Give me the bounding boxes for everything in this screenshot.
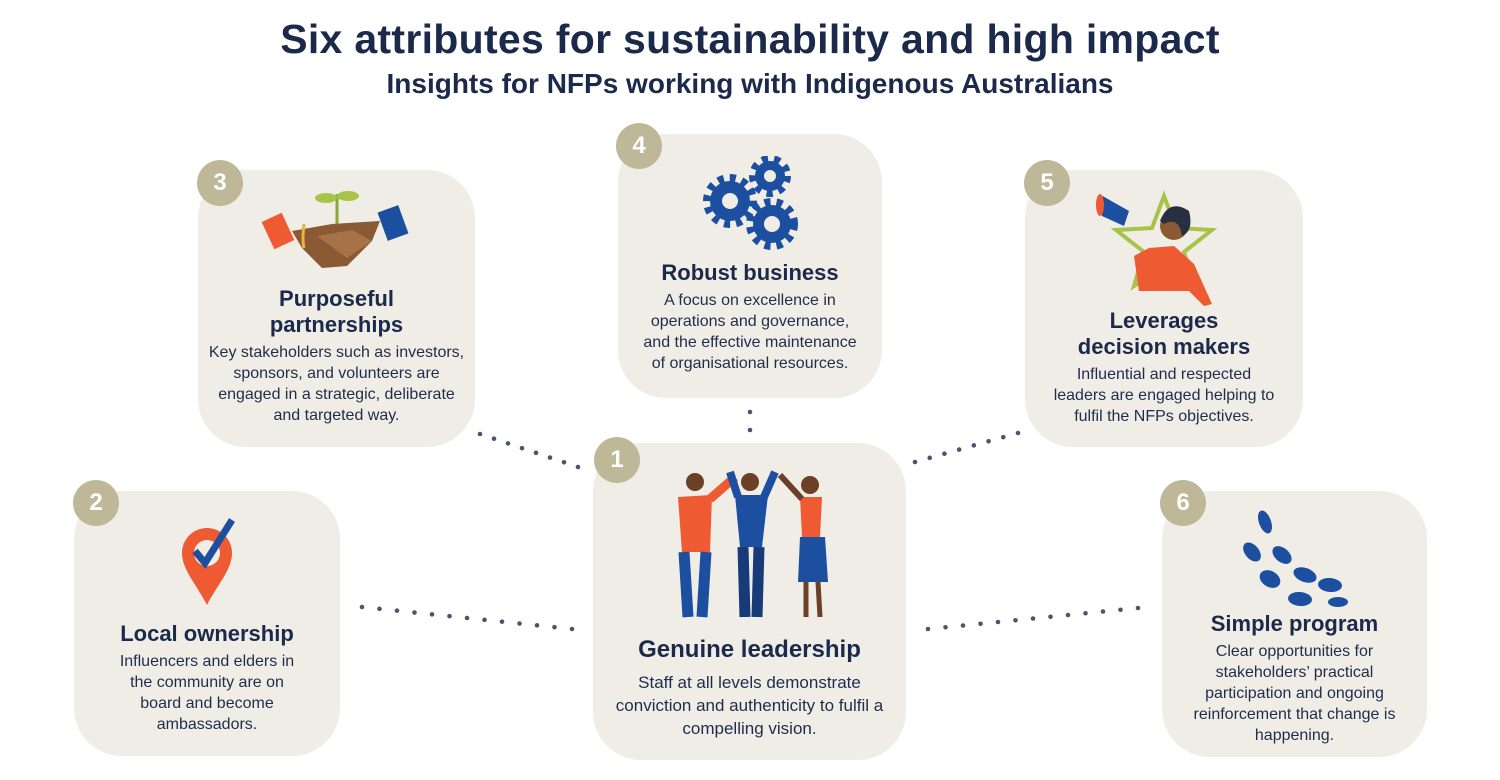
connector-dot (1048, 614, 1053, 620)
connector-dot (505, 441, 511, 446)
attribute-description: A focus on excellence in operations and … (643, 292, 857, 372)
connector-dot (943, 624, 948, 630)
connector-dot (747, 409, 753, 415)
connector-dot (942, 451, 947, 457)
connector-dot (569, 626, 575, 632)
attribute-title: Local ownership (120, 621, 294, 646)
attribute-card-3: Purposeful partnerships Key stakeholders… (198, 170, 475, 447)
attribute-description: Influencers and elders in the community … (119, 653, 295, 733)
connector-dot (499, 619, 505, 624)
connector-dot (447, 613, 452, 619)
connector-dot (1100, 609, 1106, 614)
connector-dot (925, 626, 931, 632)
connector-dot (978, 621, 983, 627)
connector-dot (412, 610, 417, 615)
connector-dot (971, 443, 977, 448)
attribute-description: Influential and respected leaders are en… (1053, 366, 1275, 425)
attribute-card-6: Simple program Clear opportunities for s… (1162, 491, 1427, 757)
attribute-number-badge: 4 (616, 123, 662, 169)
connector-dot (747, 427, 753, 433)
attribute-card-4: Robust business A focus on excellence in… (618, 134, 882, 398)
connector-dot (927, 455, 933, 461)
attribute-description: Key stakeholders such as investors, spon… (208, 344, 465, 424)
attribute-card-2: Local ownership Influencers and elders i… (74, 491, 340, 756)
attribute-number-badge: 6 (1160, 480, 1206, 526)
footprints-icon (1242, 510, 1348, 607)
gears-icon (703, 156, 798, 250)
connector-dot (1000, 434, 1006, 440)
connector-dot (561, 459, 567, 465)
attribute-number-badge: 1 (594, 437, 640, 483)
connector-dot (517, 621, 522, 626)
page-title: Six attributes for sustainability and hi… (280, 16, 1220, 62)
attribute-description: Staff at all levels demonstrate convicti… (615, 673, 884, 738)
attribute-title: Purposeful partnerships (269, 286, 404, 337)
connector-dot (1015, 430, 1021, 436)
connector-dot (359, 604, 365, 610)
connector-dot (986, 438, 991, 444)
attribute-card-5: Leverages decision makers Influential an… (1025, 170, 1303, 447)
connector-dot (477, 431, 483, 437)
attribute-number-badge: 2 (73, 480, 119, 526)
connector-dot (552, 624, 557, 630)
connector-dot (1118, 607, 1123, 613)
connector-dot (482, 617, 487, 623)
attribute-description: Clear opportunities for stakeholders’ pr… (1193, 643, 1396, 744)
handshake-sprout-icon (261, 191, 408, 268)
megaphone-leader-icon (1096, 190, 1218, 306)
connector-dot (1013, 617, 1018, 623)
connector-dot (1135, 605, 1141, 611)
attribute-number-badge: 3 (197, 160, 243, 206)
attribute-number-badge: 5 (1024, 160, 1070, 206)
connector-dot (533, 450, 539, 456)
connector-dot (377, 606, 382, 612)
connector-dot (394, 608, 400, 613)
attribute-title: Leverages decision makers (1077, 308, 1251, 359)
attribute-title: Simple program (1210, 611, 1379, 636)
attribute-title: Robust business (661, 260, 839, 285)
connector-dot (960, 623, 966, 628)
attribute-title: Genuine leadership (638, 636, 861, 663)
connector-dot (956, 447, 962, 452)
page-subtitle: Insights for NFPs working with Indigenou… (386, 68, 1114, 99)
location-pin-check-icon (182, 518, 235, 605)
connector-dot (912, 459, 918, 465)
connector-dot (1065, 612, 1071, 618)
connector-dot (534, 623, 540, 628)
connector-dot (575, 464, 581, 470)
connector-dot (547, 455, 553, 460)
connector-dot (519, 445, 525, 451)
connector-dot (1083, 610, 1088, 616)
connector-dot (995, 619, 1001, 625)
people-celebrating-icon (677, 470, 828, 618)
connector-dot (1030, 616, 1036, 621)
connector-dot (491, 436, 497, 442)
connector-dot (464, 615, 470, 621)
connector-dot (429, 612, 435, 617)
attribute-card-1: Genuine leadership Staff at all levels d… (593, 443, 906, 760)
